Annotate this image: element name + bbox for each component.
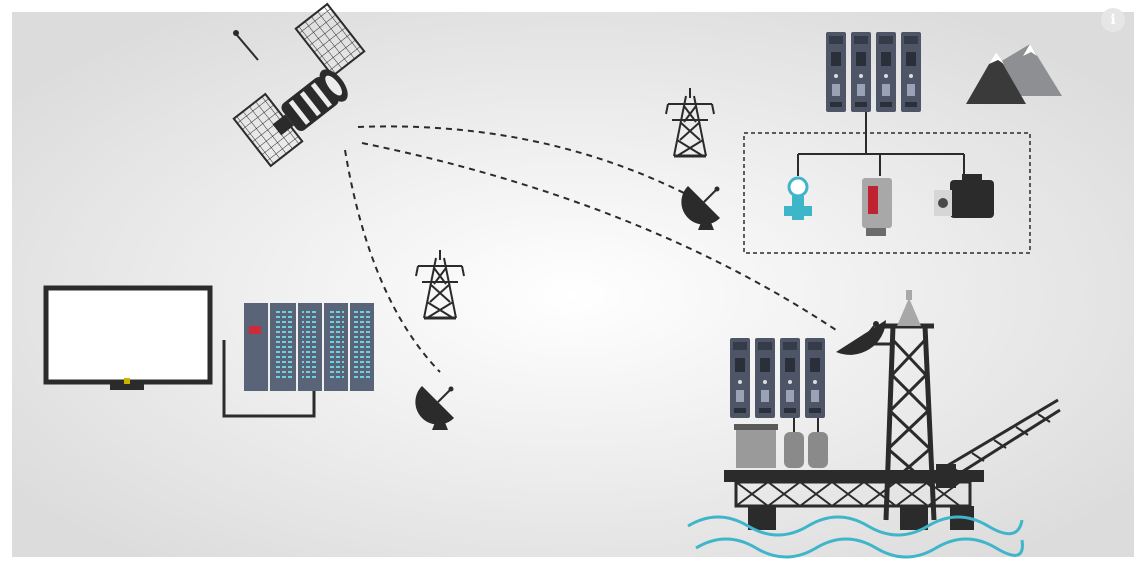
link-satellite-dish-mid <box>344 149 441 373</box>
oil-rig-icon <box>724 290 1061 530</box>
satellite-icon <box>232 2 366 168</box>
field-devices-group <box>743 112 1031 254</box>
sensor-icon <box>862 178 892 236</box>
link-satellite-dish-top <box>357 125 691 197</box>
wireless-links <box>344 125 837 373</box>
link-satellite-dish-rig <box>361 142 837 331</box>
info-icon[interactable]: i <box>1101 8 1125 32</box>
monitor-icon <box>43 285 213 390</box>
servo-motor-icon <box>934 174 994 218</box>
plc-rack-icon <box>244 303 374 391</box>
flow-meter-icon <box>784 176 812 220</box>
monitor-plc-cable <box>222 340 316 418</box>
waves-icon <box>687 515 1024 559</box>
mountains-icon <box>966 44 1062 104</box>
satellite-dish-icon <box>836 320 892 355</box>
info-icon-glyph: i <box>1110 12 1116 28</box>
